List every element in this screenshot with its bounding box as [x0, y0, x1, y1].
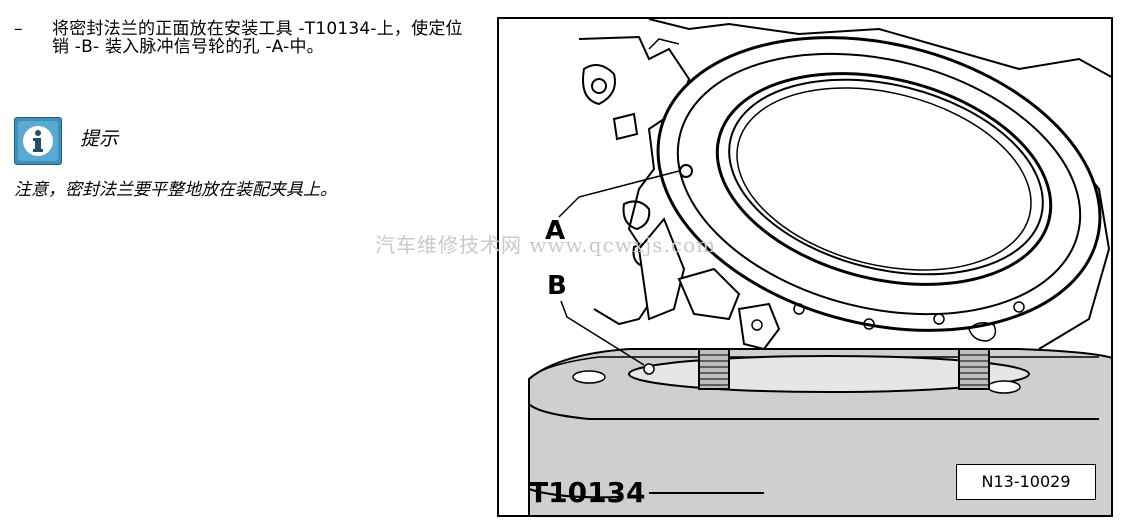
info-icon: [14, 117, 62, 165]
callout-b-label: B: [547, 271, 567, 301]
figure-id-box: N13-10029: [956, 464, 1096, 500]
tip-title: 提示: [80, 128, 119, 150]
watermark: 汽车维修技术网 www.qcwxjs.com: [375, 233, 717, 257]
callout-a-label: A: [545, 216, 566, 246]
sealing-flange-illustration: [528, 19, 1111, 515]
instruction-text: 将密封法兰的正面放在安装工具 -T10134-上，使定位销 -B- 装入脉冲信号…: [52, 19, 463, 57]
step-bullet: –: [14, 19, 23, 39]
installation-figure: A B T10134 N13-10029: [497, 17, 1113, 517]
tip-note: 注意，密封法兰要平整地放在装配夹具上。: [14, 180, 337, 200]
tool-label: T10134: [529, 476, 646, 509]
